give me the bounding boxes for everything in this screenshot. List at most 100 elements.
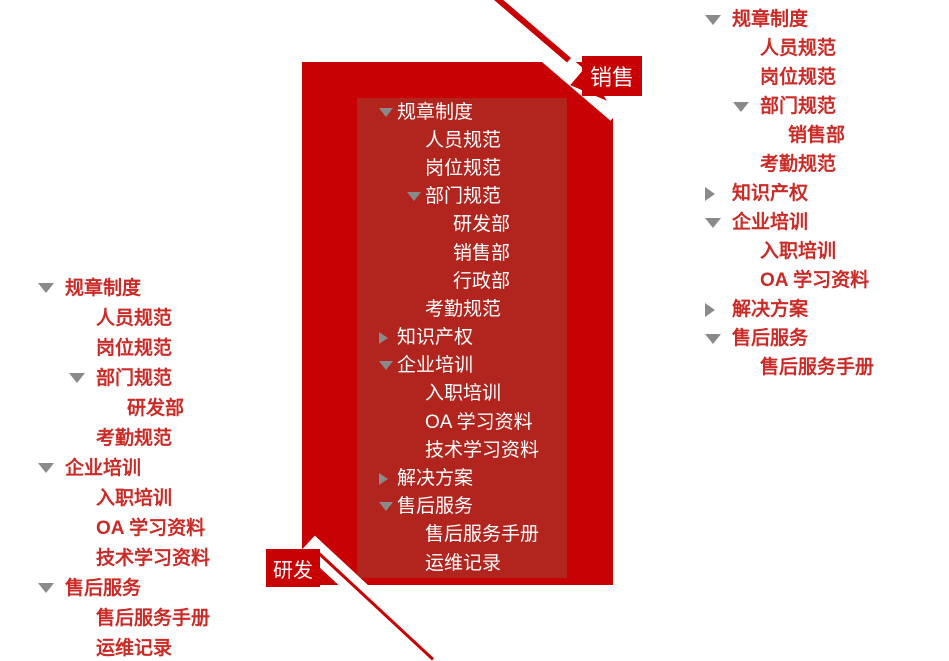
- tree-node[interactable]: 岗位规范: [69, 333, 210, 363]
- triangle-down-icon[interactable]: [733, 101, 760, 112]
- tree-node[interactable]: 规章制度: [705, 5, 874, 34]
- tree-node-label[interactable]: 知识产权: [397, 327, 474, 349]
- tree-node-label[interactable]: 考勤规范: [760, 154, 837, 175]
- tree-node[interactable]: 考勤规范: [69, 423, 210, 453]
- tree-node-label[interactable]: 销售部: [453, 242, 511, 264]
- tree-node[interactable]: 销售部: [435, 239, 539, 267]
- tree-node[interactable]: 技术学习资料: [407, 436, 539, 464]
- triangle-down-icon[interactable]: [705, 14, 732, 25]
- triangle-down-icon[interactable]: [38, 583, 65, 593]
- tree-node-label[interactable]: 销售部: [788, 125, 846, 146]
- tree-node[interactable]: 部门规范: [733, 92, 874, 121]
- tree-node-label[interactable]: 售后服务: [397, 496, 474, 518]
- tree-node-label[interactable]: 售后服务手册: [96, 607, 211, 629]
- triangle-down-icon[interactable]: [379, 502, 397, 512]
- tree-node-label[interactable]: 岗位规范: [425, 157, 502, 179]
- tree-node[interactable]: 规章制度: [38, 273, 210, 303]
- tree-node[interactable]: 售后服务手册: [733, 353, 874, 382]
- triangle-down-icon[interactable]: [705, 333, 732, 344]
- tree-node[interactable]: 人员规范: [407, 126, 539, 154]
- tree-node[interactable]: 入职培训: [69, 483, 210, 513]
- tree-node-label[interactable]: 考勤规范: [425, 298, 502, 320]
- tree-node-label[interactable]: 规章制度: [65, 277, 142, 299]
- tree-node[interactable]: 解决方案: [379, 464, 539, 492]
- tree-node-label[interactable]: 行政部: [453, 270, 511, 292]
- tree-node[interactable]: 售后服务: [379, 493, 539, 521]
- tree-node[interactable]: 研发部: [100, 393, 210, 423]
- tree-node[interactable]: 知识产权: [379, 324, 539, 352]
- tree-node-label[interactable]: 人员规范: [96, 307, 173, 329]
- tree-node-label[interactable]: 部门规范: [425, 186, 502, 208]
- tree-node-label[interactable]: 岗位规范: [760, 67, 837, 88]
- tree-node[interactable]: 技术学习资料: [69, 543, 210, 573]
- triangle-down-icon[interactable]: [379, 361, 397, 371]
- tree-node-label[interactable]: 运维记录: [425, 552, 502, 574]
- tree-node[interactable]: 售后服务: [38, 573, 210, 603]
- tree-node[interactable]: 人员规范: [733, 34, 874, 63]
- tree-node-label[interactable]: 知识产权: [732, 183, 809, 204]
- tree-node[interactable]: 解决方案: [705, 295, 874, 324]
- tree-node-label[interactable]: 研发部: [127, 397, 185, 419]
- tree-node-label[interactable]: 企业培训: [397, 355, 474, 377]
- tree-node-label[interactable]: 解决方案: [397, 468, 474, 490]
- tree-node[interactable]: 运维记录: [69, 633, 210, 661]
- tree-node[interactable]: 岗位规范: [733, 63, 874, 92]
- tree-node[interactable]: OA 学习资料: [733, 266, 874, 295]
- tree-node[interactable]: 部门规范: [69, 363, 210, 393]
- tree-node[interactable]: 考勤规范: [733, 150, 874, 179]
- tree-node[interactable]: 入职培训: [407, 380, 539, 408]
- tree-node-label[interactable]: 岗位规范: [96, 337, 173, 359]
- tree-node-label[interactable]: 人员规范: [425, 129, 502, 151]
- tree-node-label[interactable]: 企业培训: [65, 457, 142, 479]
- tree-node[interactable]: 部门规范: [407, 183, 539, 211]
- tree-node[interactable]: 企业培训: [379, 352, 539, 380]
- tree-node-label[interactable]: 人员规范: [760, 38, 837, 59]
- tree-node-label[interactable]: 售后服务: [65, 577, 142, 599]
- triangle-right-icon[interactable]: [705, 186, 732, 201]
- tree-node-label[interactable]: 部门规范: [760, 96, 837, 117]
- tree-node-label[interactable]: OA 学习资料: [760, 270, 870, 291]
- tree-node-label[interactable]: 研发部: [453, 214, 511, 236]
- tree-node[interactable]: 人员规范: [69, 303, 210, 333]
- tree-node[interactable]: 行政部: [435, 267, 539, 295]
- triangle-down-icon[interactable]: [379, 107, 397, 117]
- tree-node-label[interactable]: 售后服务手册: [425, 524, 540, 546]
- tree-node[interactable]: 企业培训: [705, 208, 874, 237]
- tree-node-label[interactable]: 规章制度: [732, 9, 809, 30]
- triangle-right-icon[interactable]: [379, 331, 397, 344]
- tree-node-label[interactable]: 规章制度: [397, 101, 474, 123]
- tree-node[interactable]: 售后服务手册: [407, 521, 539, 549]
- tree-node[interactable]: 规章制度: [379, 98, 539, 126]
- tree-node[interactable]: 知识产权: [705, 179, 874, 208]
- tree-node-label[interactable]: 部门规范: [96, 367, 173, 389]
- tree-node[interactable]: 企业培训: [38, 453, 210, 483]
- triangle-down-icon[interactable]: [69, 373, 96, 383]
- tree-node-label[interactable]: 入职培训: [760, 241, 837, 262]
- tree-node[interactable]: OA 学习资料: [407, 408, 539, 436]
- tree-node[interactable]: 售后服务: [705, 324, 874, 353]
- triangle-down-icon[interactable]: [407, 192, 425, 202]
- tree-node-label[interactable]: 入职培训: [96, 487, 173, 509]
- tree-node-label[interactable]: OA 学习资料: [96, 517, 206, 539]
- tree-node[interactable]: OA 学习资料: [69, 513, 210, 543]
- tree-node-label[interactable]: 企业培训: [732, 212, 809, 233]
- tree-node-label[interactable]: 入职培训: [425, 383, 502, 405]
- tree-node-label[interactable]: 售后服务手册: [760, 357, 875, 378]
- tree-node[interactable]: 入职培训: [733, 237, 874, 266]
- triangle-down-icon[interactable]: [38, 283, 65, 293]
- triangle-right-icon[interactable]: [379, 472, 397, 485]
- tree-node-label[interactable]: 技术学习资料: [96, 547, 211, 569]
- tree-node-label[interactable]: 考勤规范: [96, 427, 173, 449]
- tree-node-label[interactable]: 运维记录: [96, 637, 173, 659]
- tree-node[interactable]: 运维记录: [407, 549, 539, 577]
- tree-node-label[interactable]: 技术学习资料: [425, 439, 540, 461]
- tree-node[interactable]: 销售部: [761, 121, 874, 150]
- tree-node-label[interactable]: 解决方案: [732, 299, 809, 320]
- tree-node-label[interactable]: 售后服务: [732, 328, 809, 349]
- tree-node-label[interactable]: OA 学习资料: [425, 411, 533, 433]
- triangle-down-icon[interactable]: [705, 217, 732, 228]
- tree-node[interactable]: 研发部: [435, 211, 539, 239]
- triangle-right-icon[interactable]: [705, 302, 732, 317]
- triangle-down-icon[interactable]: [38, 463, 65, 473]
- tree-node[interactable]: 售后服务手册: [69, 603, 210, 633]
